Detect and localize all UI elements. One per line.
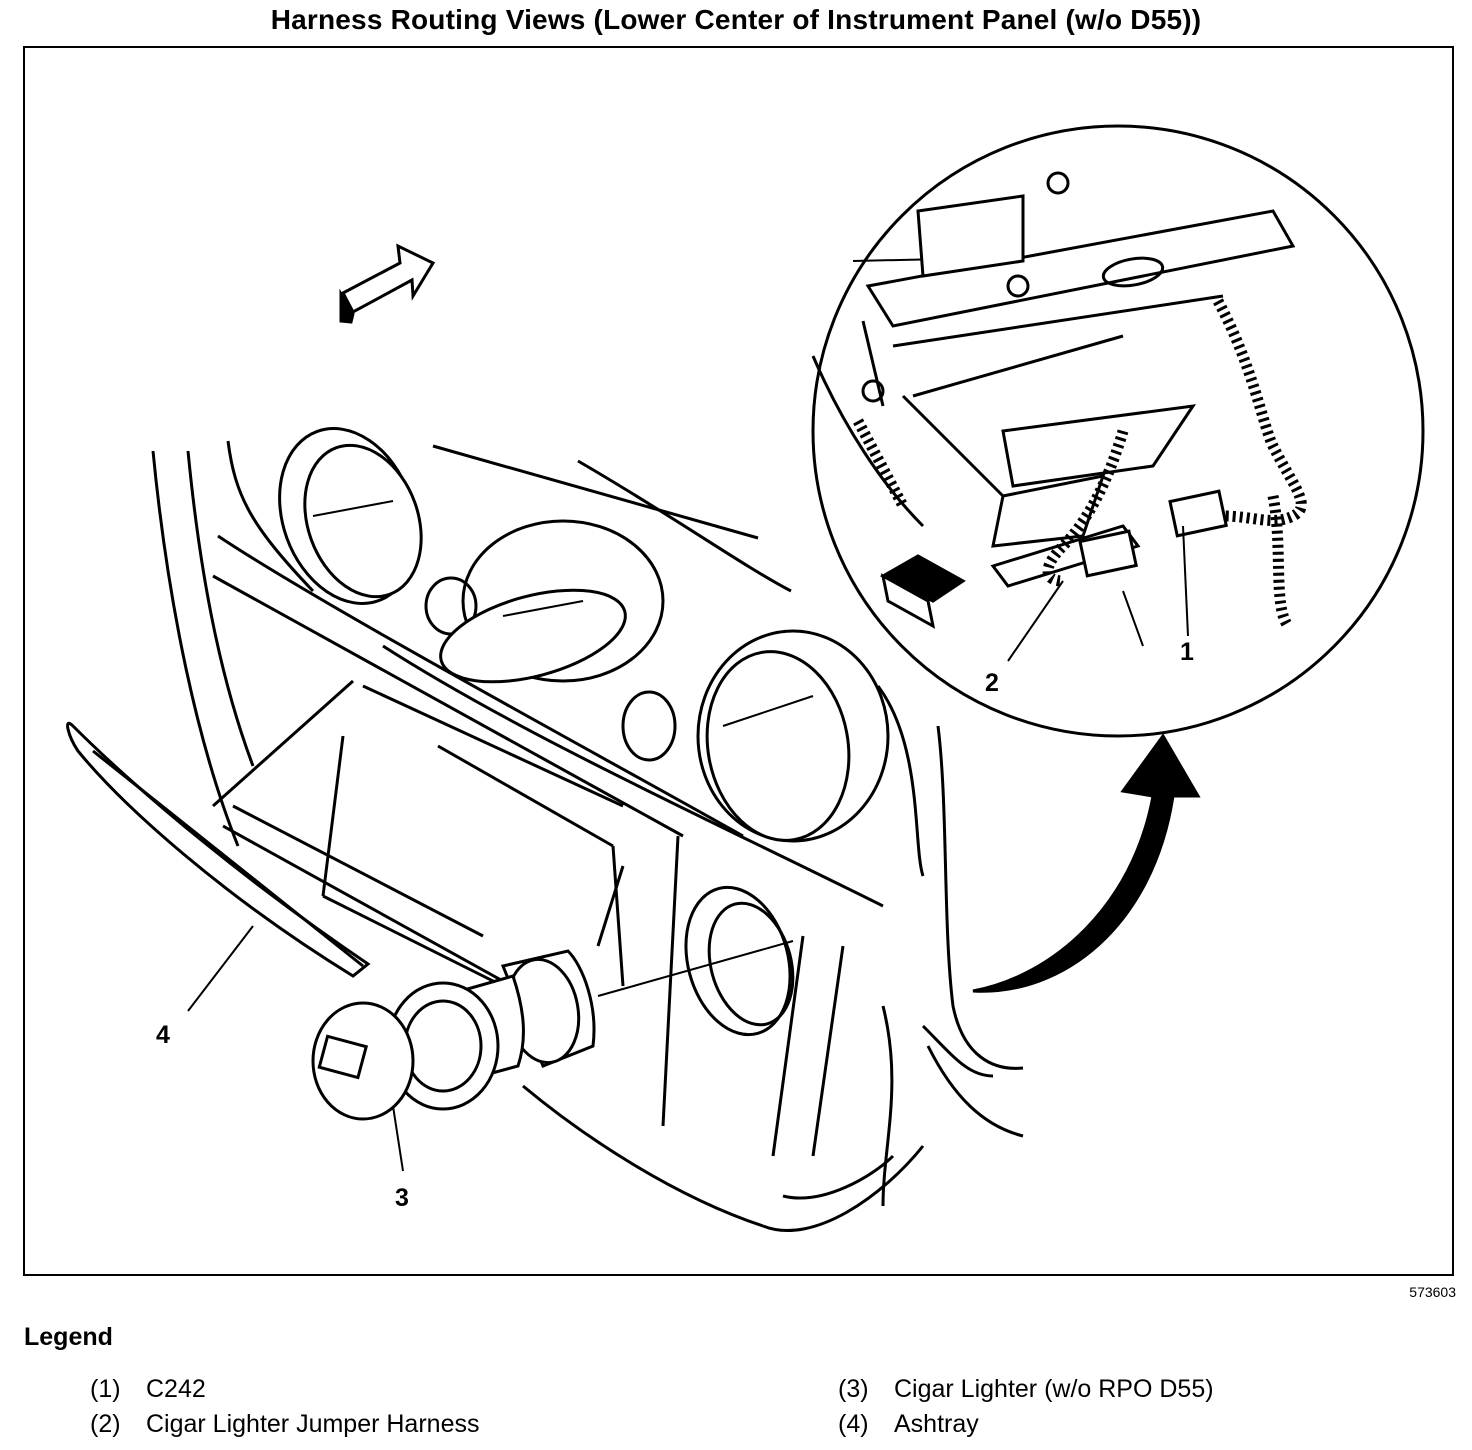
knob-upper-left (278, 427, 423, 605)
harness-illustration: 1 2 3 4 (66, 124, 1425, 1232)
ashtray (66, 722, 371, 978)
callout-4: 4 (156, 1021, 170, 1049)
legend-number: (1) (90, 1375, 121, 1403)
knob-center (439, 519, 665, 684)
instrument-panel (151, 440, 1024, 1232)
lighter-socket (684, 885, 795, 1037)
callout-1: 1 (1180, 638, 1194, 666)
small-knob-right (621, 690, 677, 762)
legend-label: Ashtray (894, 1410, 979, 1438)
legend-item-1: (1) C242 (90, 1375, 206, 1404)
legend-item-4: (4) Ashtray (838, 1410, 979, 1439)
diagram-title: Harness Routing Views (Lower Center of I… (270, 4, 1202, 35)
zoom-arrow-icon (972, 733, 1201, 993)
knob-lower-right (696, 629, 890, 843)
legend-label: Cigar Lighter Jumper Harness (146, 1410, 480, 1438)
legend-number: (3) (838, 1375, 869, 1403)
legend-item-3: (3) Cigar Lighter (w/o RPO D55) (838, 1375, 1214, 1404)
detail-view-circle (811, 124, 1425, 738)
callout-3: 3 (395, 1184, 409, 1212)
legend-label: Cigar Lighter (w/o RPO D55) (894, 1375, 1214, 1403)
illustration-frame (23, 46, 1454, 1276)
legend-label: C242 (146, 1375, 206, 1403)
legend-number: (2) (90, 1410, 121, 1438)
cigar-lighter (311, 940, 794, 1121)
direction-arrow-icon (339, 243, 436, 324)
figure-id: 573603 (1409, 1284, 1456, 1300)
legend-title: Legend (24, 1323, 113, 1351)
legend-item-2: (2) Cigar Lighter Jumper Harness (90, 1410, 479, 1439)
legend-number: (4) (838, 1410, 869, 1438)
callout-2: 2 (985, 669, 999, 697)
